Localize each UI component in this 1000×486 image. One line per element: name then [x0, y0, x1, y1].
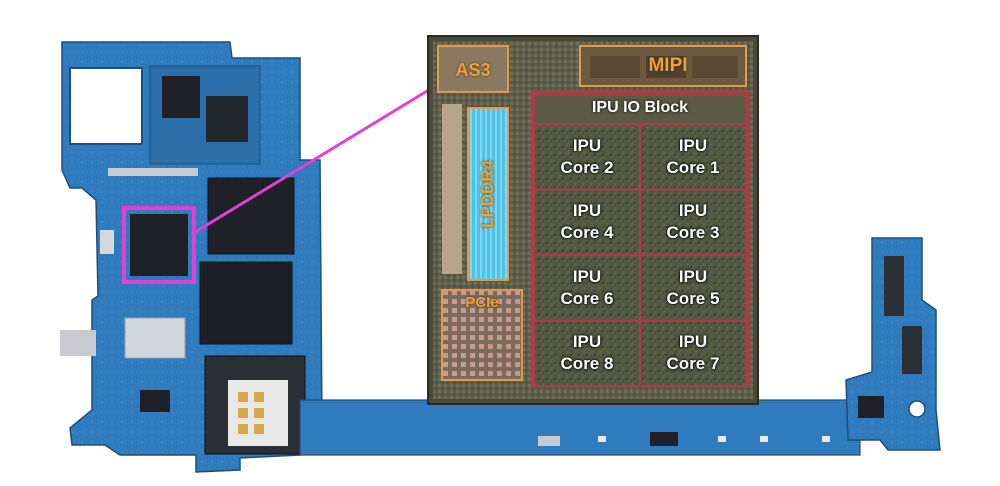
ipu-core-label-line1: IPU — [678, 135, 708, 155]
ipu-core-label-line1: IPU — [678, 332, 708, 352]
ipu-core-label-line2: Core 4 — [560, 223, 614, 243]
ipu-core-label-line2: Core 1 — [666, 157, 720, 177]
ipu-core-cell — [639, 254, 747, 322]
ipu-core-label-line2: Core 2 — [560, 157, 614, 177]
lpddr4-label: LPDDR4 — [478, 160, 497, 229]
ipu-core-label-line1: IPU — [678, 266, 708, 286]
ipu-core-cell — [639, 123, 747, 191]
memory-chip-bottom — [199, 261, 293, 345]
pcb-right-board — [845, 237, 941, 451]
ipu-core-cell — [533, 319, 641, 387]
ipu-core-label-line2: Core 5 — [666, 288, 720, 308]
ipu-core-label-line2: Core 6 — [560, 288, 614, 308]
ipu-core-label-line1: IPU — [572, 266, 602, 286]
ipu-core-cell — [639, 319, 747, 387]
block-ipu-io — [533, 93, 747, 125]
pcb-flex-strip — [299, 399, 861, 456]
ipu-core-label-line2: Core 7 — [666, 354, 720, 374]
block-lpddr4 — [467, 107, 509, 281]
ipu-core-label-line1: IPU — [572, 332, 602, 352]
mipi-label: MIPI — [648, 55, 688, 76]
ipu-core-label-line2: Core 8 — [560, 354, 614, 374]
ipu-core-label-line1: IPU — [572, 135, 602, 155]
pcb-main-board — [60, 41, 323, 473]
ipu-core-label-line1: IPU — [678, 201, 708, 221]
ipu-io-block-label: IPU IO Block — [591, 99, 689, 116]
as3-label: AS3 — [455, 60, 491, 80]
pcie-label: PCIe — [465, 294, 499, 311]
ipu-core-label-line2: Core 3 — [666, 223, 720, 243]
ipu-chip-highlight — [122, 206, 196, 284]
ipu-core-label-line1: IPU — [572, 201, 602, 221]
block-as3 — [437, 45, 509, 93]
block-pcie — [441, 289, 523, 381]
ipu-core-grid — [533, 123, 747, 387]
zoom-leader-line — [191, 86, 433, 236]
